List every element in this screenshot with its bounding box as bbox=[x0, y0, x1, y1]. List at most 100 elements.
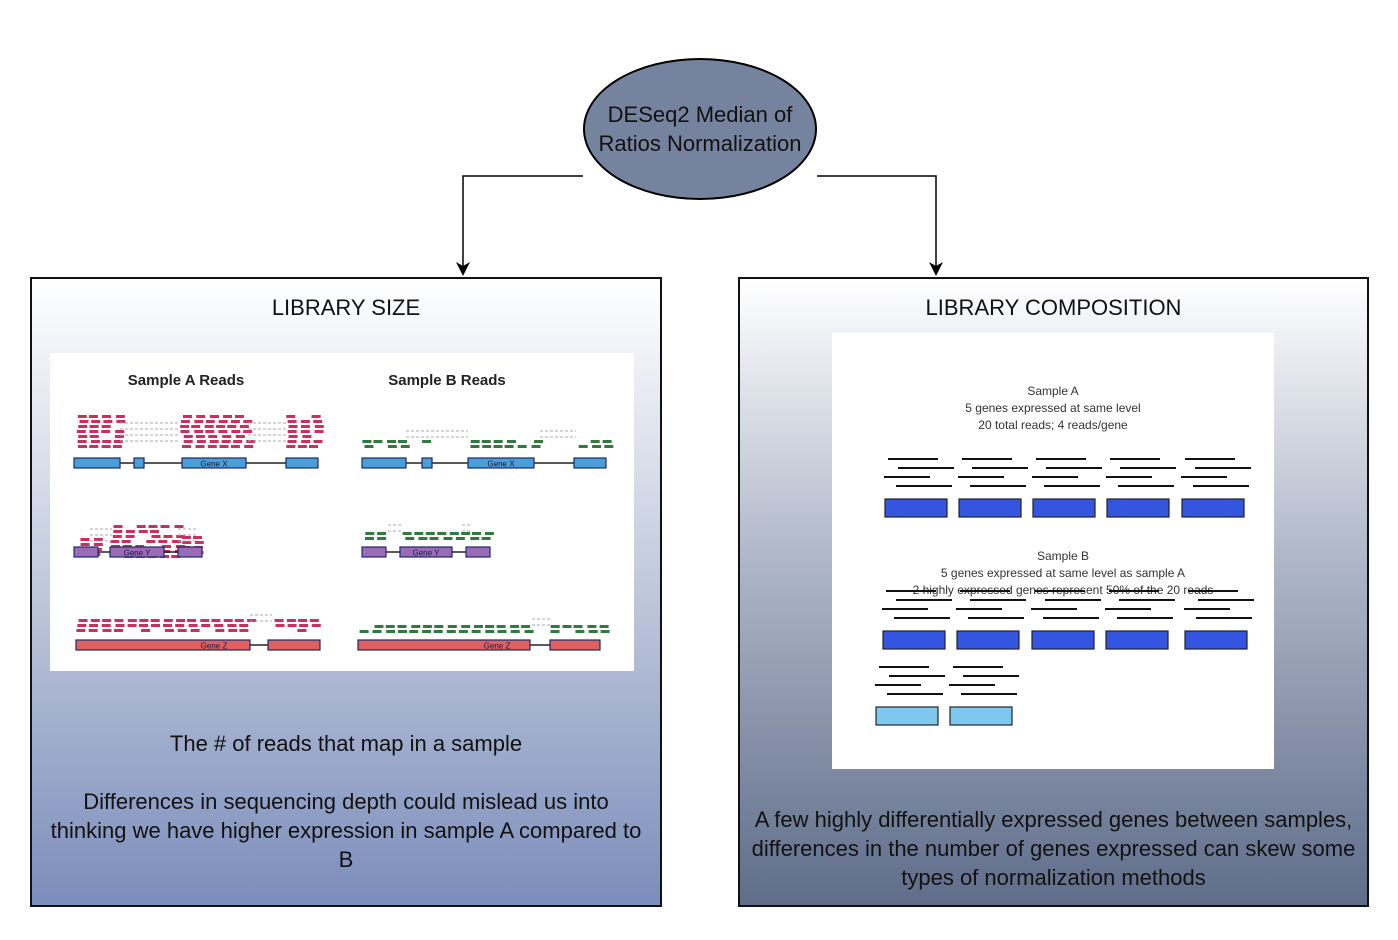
read bbox=[387, 440, 396, 443]
read bbox=[183, 440, 193, 443]
read bbox=[433, 630, 443, 633]
exon bbox=[361, 546, 387, 558]
read bbox=[402, 532, 412, 535]
read bbox=[223, 619, 233, 622]
read bbox=[180, 420, 190, 423]
gene-box bbox=[1105, 630, 1169, 650]
root-label-line2: Ratios Normalization bbox=[598, 131, 802, 156]
read bbox=[93, 543, 103, 546]
read bbox=[243, 420, 253, 423]
read bbox=[125, 530, 135, 533]
read bbox=[125, 535, 135, 538]
read bbox=[244, 445, 254, 448]
read bbox=[510, 630, 520, 633]
read bbox=[91, 420, 101, 423]
read bbox=[164, 629, 174, 632]
exon bbox=[285, 457, 319, 469]
read bbox=[484, 532, 494, 535]
read bbox=[562, 625, 572, 628]
library-composition-panel: LIBRARY COMPOSITION Sample A 5 genes exp… bbox=[738, 277, 1369, 907]
read bbox=[550, 625, 560, 628]
library-size-text-2: Differences in sequencing depth could mi… bbox=[50, 789, 642, 872]
read bbox=[78, 445, 87, 448]
read bbox=[311, 624, 321, 627]
read bbox=[455, 537, 465, 540]
library-composition-illustration: Sample A 5 genes expressed at same level… bbox=[875, 384, 1254, 726]
read bbox=[103, 420, 113, 423]
read bbox=[210, 415, 219, 418]
read bbox=[101, 624, 111, 627]
read bbox=[208, 435, 218, 438]
read bbox=[422, 440, 432, 443]
read bbox=[112, 445, 122, 448]
exon bbox=[73, 546, 99, 558]
read bbox=[110, 540, 120, 543]
read bbox=[116, 420, 126, 423]
read bbox=[172, 540, 182, 543]
read bbox=[222, 435, 232, 438]
read bbox=[604, 445, 614, 448]
arrow-to-library-size bbox=[462, 175, 583, 274]
read bbox=[602, 440, 612, 443]
read bbox=[121, 540, 131, 543]
gene-box bbox=[1031, 630, 1095, 650]
read bbox=[190, 629, 200, 632]
read bbox=[88, 415, 98, 418]
exon bbox=[73, 457, 121, 469]
read bbox=[183, 415, 192, 418]
read bbox=[102, 440, 112, 443]
read bbox=[243, 430, 253, 433]
read bbox=[180, 425, 190, 428]
read bbox=[146, 540, 156, 543]
gene-label: Gene Z bbox=[201, 642, 228, 651]
read bbox=[517, 445, 527, 448]
read bbox=[115, 415, 125, 418]
read bbox=[313, 440, 323, 443]
read bbox=[141, 629, 151, 632]
library-size-text-1: The # of reads that map in a sample bbox=[169, 731, 523, 756]
composition-genes-layer bbox=[875, 458, 1254, 726]
read bbox=[374, 625, 384, 628]
read bbox=[493, 445, 503, 448]
read bbox=[102, 619, 112, 622]
gene-label: Gene X bbox=[487, 460, 515, 469]
sample-b-line1: 5 genes expressed at same level as sampl… bbox=[941, 566, 1185, 580]
read bbox=[550, 630, 560, 633]
gene-label: Gene Y bbox=[124, 549, 152, 558]
read bbox=[77, 415, 87, 418]
read bbox=[387, 445, 397, 448]
read bbox=[287, 440, 297, 443]
read bbox=[386, 630, 396, 633]
read bbox=[434, 625, 444, 628]
gene-box bbox=[1032, 498, 1096, 518]
read bbox=[195, 445, 205, 448]
read bbox=[151, 624, 160, 627]
read bbox=[409, 630, 419, 633]
read bbox=[461, 625, 471, 628]
read bbox=[314, 430, 324, 433]
read bbox=[177, 629, 187, 632]
library-composition-text-1: A few highly differentially expressed ge… bbox=[751, 807, 1356, 890]
read bbox=[470, 440, 480, 443]
read bbox=[89, 425, 99, 428]
read bbox=[314, 425, 324, 428]
read bbox=[521, 625, 531, 628]
read bbox=[288, 425, 298, 428]
read bbox=[587, 625, 597, 628]
read bbox=[377, 532, 387, 535]
library-composition-title: LIBRARY COMPOSITION bbox=[925, 295, 1182, 320]
read bbox=[139, 624, 148, 627]
read bbox=[425, 532, 435, 535]
exon bbox=[361, 457, 407, 469]
read bbox=[163, 619, 173, 622]
read bbox=[239, 629, 249, 632]
read bbox=[200, 619, 210, 622]
read bbox=[228, 629, 238, 632]
exon bbox=[133, 457, 145, 469]
exon bbox=[177, 546, 203, 558]
read bbox=[191, 425, 201, 428]
read bbox=[181, 536, 191, 539]
read bbox=[113, 530, 123, 533]
read bbox=[496, 625, 506, 628]
